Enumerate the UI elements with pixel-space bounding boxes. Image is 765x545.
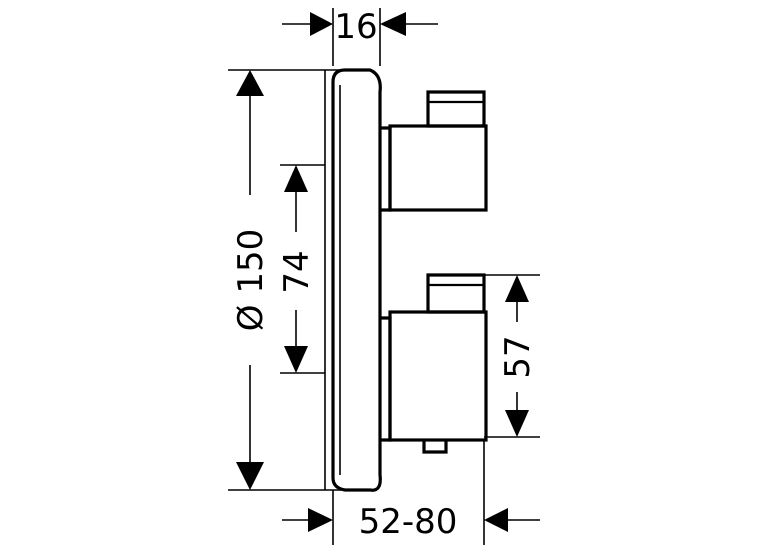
dimension-inner-74: 74 xyxy=(277,164,325,374)
dimension-top-16-label: 16 xyxy=(334,7,377,47)
dimension-bottom-52-80: 52-80 xyxy=(282,440,540,545)
dimension-diameter-150-label: Ø 150 xyxy=(231,229,271,331)
cover-plate xyxy=(324,68,382,492)
dimension-right-57-label: 57 xyxy=(498,335,538,378)
dimension-diameter-150: Ø 150 xyxy=(228,69,325,491)
lower-handle xyxy=(380,273,488,454)
upper-handle xyxy=(380,90,488,212)
dimension-bottom-52-80-label: 52-80 xyxy=(359,502,458,542)
dimension-inner-74-label: 74 xyxy=(277,250,317,293)
dimension-right-57: 57 xyxy=(484,274,540,438)
dimension-top-16: 16 xyxy=(282,7,438,66)
